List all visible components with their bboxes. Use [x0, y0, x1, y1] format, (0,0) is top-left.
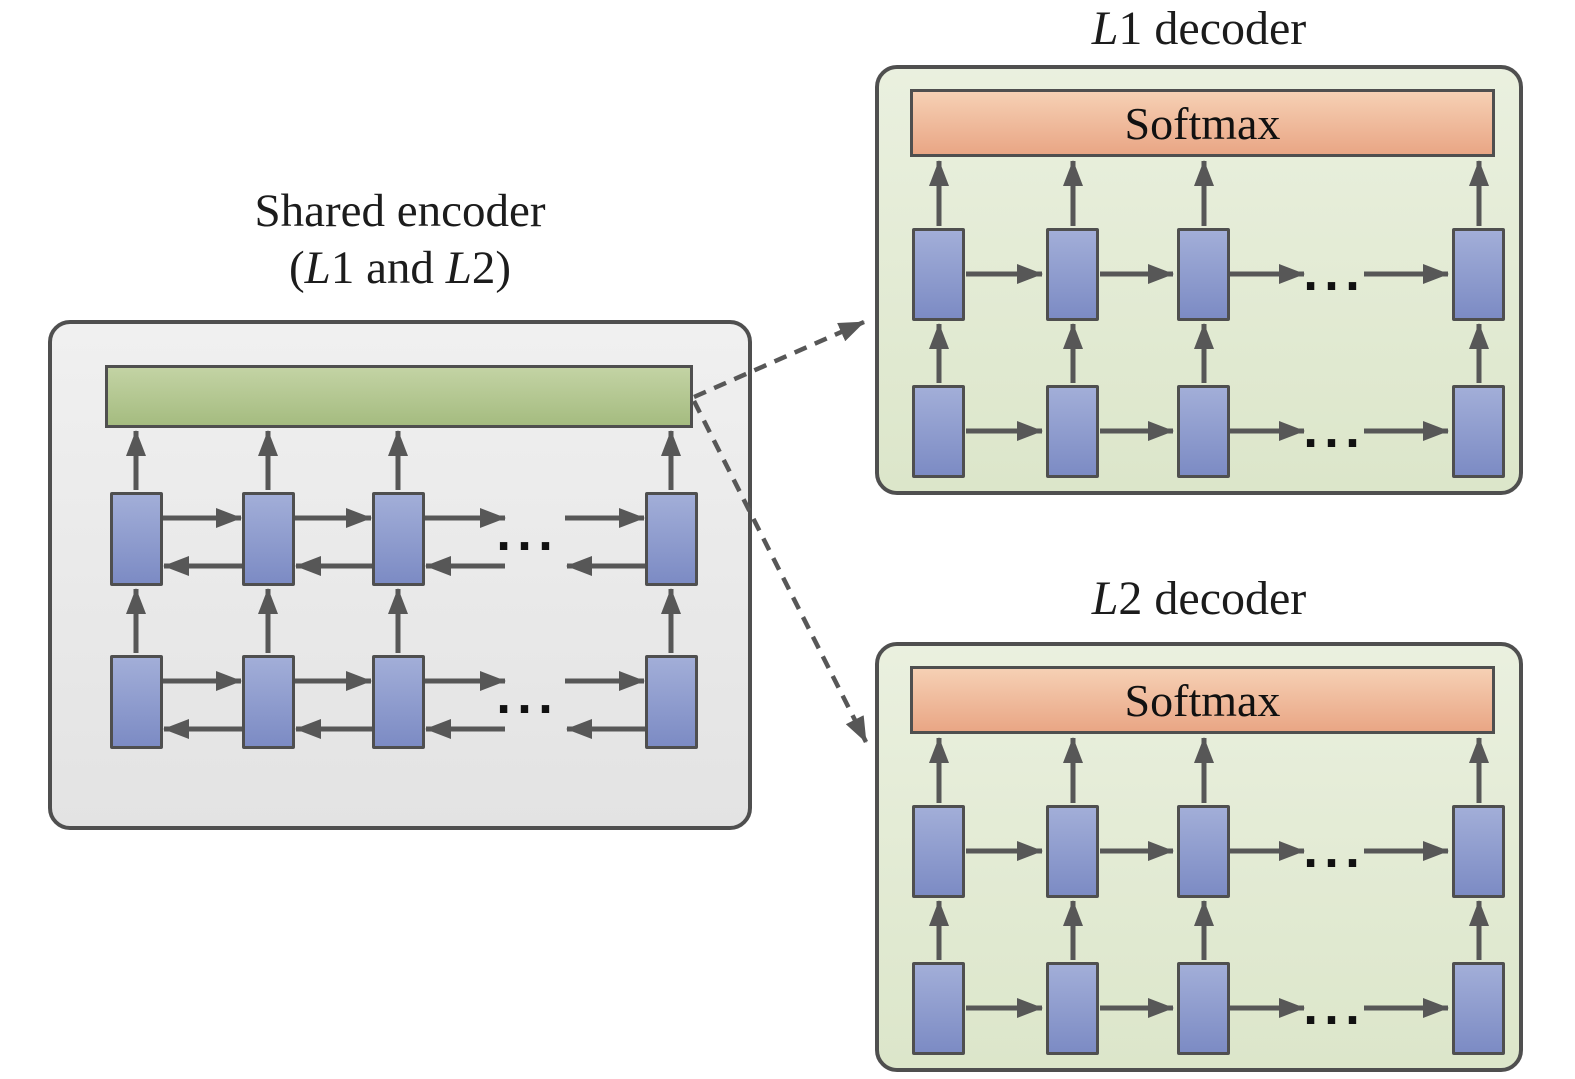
encoder-context-bar [105, 365, 693, 428]
rnn-cell-l1-decoder-top [1452, 228, 1505, 321]
encoder-title: Shared encoder (L1 and L2) [48, 183, 752, 298]
l2-softmax-label: Softmax [1124, 674, 1281, 726]
l2-decoder-title: L2 decoder [875, 570, 1523, 629]
rnn-cell-l1-decoder-top [1046, 228, 1099, 321]
l1-title-lang: L [1091, 2, 1119, 55]
rnn-cell-l2-decoder-bottom [1177, 962, 1230, 1055]
rnn-cell-l1-decoder-top [1177, 228, 1230, 321]
rnn-cell-l2-decoder-bottom [1046, 962, 1099, 1055]
encoder-subtitle-mid: 1 and [330, 242, 446, 295]
rnn-cell-l1-decoder-top [912, 228, 965, 321]
l1-decoder-title: L1 decoder [875, 0, 1523, 59]
rnn-cell-l1-decoder-bottom [1177, 385, 1230, 478]
rnn-cell-encoder-bottom [242, 655, 295, 749]
rnn-cell-encoder-top [645, 492, 698, 586]
rnn-cell-l2-decoder-bottom [1452, 962, 1505, 1055]
rnn-cell-l1-decoder-bottom [1046, 385, 1099, 478]
rnn-cell-encoder-top [110, 492, 163, 586]
rnn-cell-encoder-bottom [372, 655, 425, 749]
rnn-cell-l2-decoder-top [1046, 805, 1099, 898]
l2-softmax-bar: Softmax [910, 666, 1495, 734]
l1-title-rest: 1 decoder [1118, 2, 1307, 55]
rnn-cell-l2-decoder-top [1452, 805, 1505, 898]
rnn-cell-encoder-top [242, 492, 295, 586]
encoder-subtitle-l1: L [304, 242, 331, 295]
encoder-subtitle-close: 2) [471, 242, 511, 295]
rnn-cell-encoder-bottom [110, 655, 163, 749]
rnn-cell-encoder-bottom [645, 655, 698, 749]
encoder-subtitle-open: ( [289, 242, 305, 295]
l2-title-lang: L [1091, 572, 1119, 625]
rnn-cell-encoder-top [372, 492, 425, 586]
rnn-cell-l2-decoder-top [912, 805, 965, 898]
rnn-cell-l1-decoder-bottom [1452, 385, 1505, 478]
rnn-cell-l2-decoder-bottom [912, 962, 965, 1055]
rnn-cell-l1-decoder-bottom [912, 385, 965, 478]
l1-softmax-bar: Softmax [910, 89, 1495, 157]
rnn-cell-l2-decoder-top [1177, 805, 1230, 898]
encoder-title-line2: (L1 and L2) [48, 240, 752, 297]
encoder-subtitle-l2: L [445, 242, 472, 295]
l2-title-rest: 2 decoder [1118, 572, 1307, 625]
encoder-title-line1: Shared encoder [254, 185, 546, 237]
l1-softmax-label: Softmax [1124, 97, 1281, 149]
